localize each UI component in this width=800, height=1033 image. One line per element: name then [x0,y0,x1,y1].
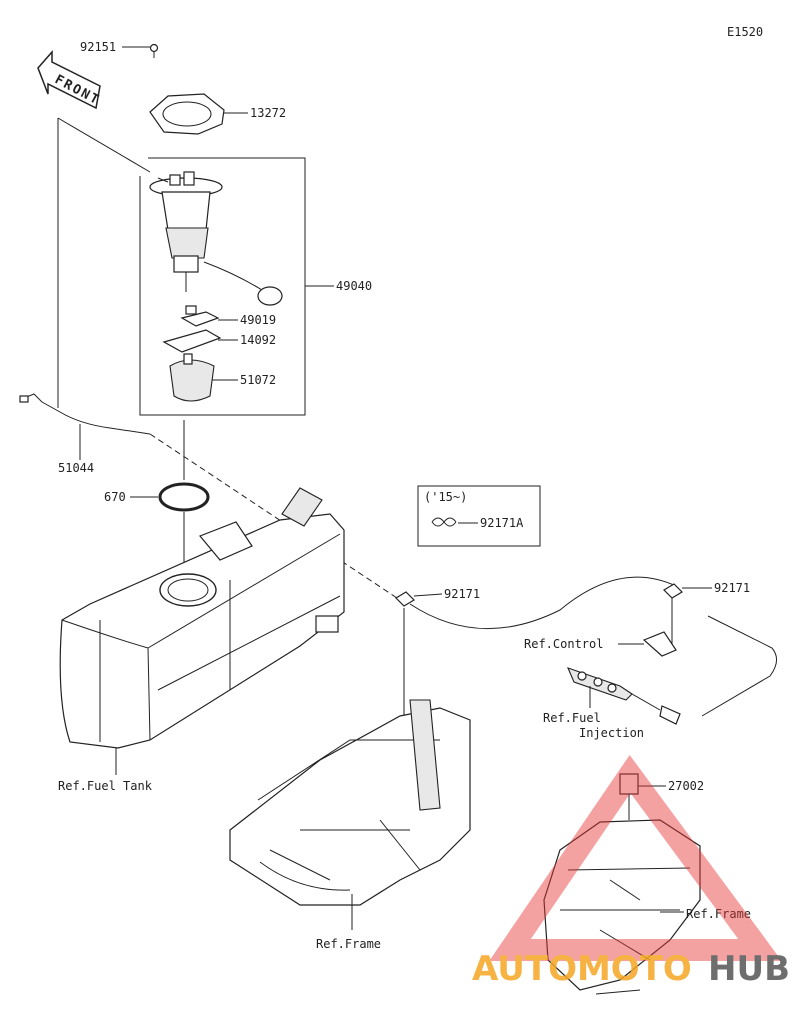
front-arrow-icon: FRONT [37,50,103,110]
frame-right [543,819,701,995]
label-51072: 51072 [240,373,276,387]
label-92171-right: 92171 [714,581,750,595]
label-49019: 49019 [240,313,276,327]
clip-92171-right [663,583,712,650]
ref-fuel-injection-line1: Ref.Fuel [543,711,601,725]
ref-frame-left: Ref.Frame [316,937,381,951]
fuel-pump-assembly [149,171,283,306]
ref-fuel-injection-line2: Injection [579,726,644,740]
filter-14092 [162,329,238,353]
label-670: 670 [104,490,126,504]
label-92171A: 92171A [480,516,524,530]
label-27002: 27002 [668,779,704,793]
diagram-code: E1520 [727,25,763,39]
variant-note: ('15~) [424,490,467,504]
watermark: AUTOMOTO HUB [472,754,790,989]
screw-92151 [122,43,159,58]
label-49040: 49040 [336,279,372,293]
label-13272: 13272 [250,106,286,120]
control-bracket [618,631,677,657]
filter-49019 [180,305,238,327]
connector-27002 [619,773,666,820]
label-51044: 51044 [58,461,94,475]
frame-left [229,699,471,930]
fuel-injection-rail [567,667,661,711]
watermark-text-automoto: AUTOMOTO [472,949,692,989]
clip-92171A-icon [431,517,478,527]
label-92151: 92151 [80,40,116,54]
ref-control: Ref.Control [524,637,603,651]
fuel-tank [59,487,345,775]
watermark-triangle-icon [489,754,782,961]
cup-51072 [169,353,238,402]
clip-92171-left [395,591,443,808]
plate-13272 [149,93,248,135]
watermark-text-hub: HUB [708,949,790,989]
harness-51044 [19,393,151,460]
label-14092: 14092 [240,333,276,347]
ref-fuel-tank: Ref.Fuel Tank [58,779,153,793]
ref-frame-right: Ref.Frame [686,907,751,921]
label-92171-left: 92171 [444,587,480,601]
variant-box [417,485,541,547]
